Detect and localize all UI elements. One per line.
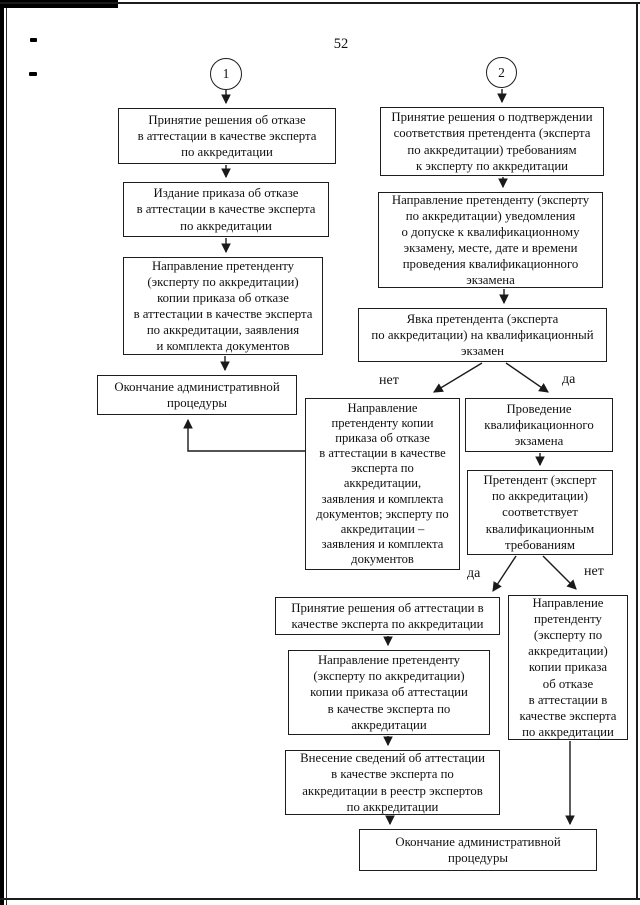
branch-label-yes: да <box>467 566 481 581</box>
arrow-d2-no1-no <box>542 555 577 590</box>
branch-label-no: нет <box>584 564 604 579</box>
box-no-show-refusal-copy: Направление претенденту копии приказа об… <box>305 398 460 570</box>
page-border-top-thick <box>0 0 118 8</box>
start-connector-2: 2 <box>486 57 517 88</box>
page-border-right <box>636 2 638 900</box>
start-connector-2-label: 2 <box>498 64 505 80</box>
ink-speck <box>29 72 37 76</box>
page-border-top <box>0 2 640 4</box>
branch-label-yes: да <box>562 372 576 387</box>
box-send-exam-notification: Направление претенденту (эксперту по акк… <box>378 192 603 288</box>
box-send-refusal-copy: Направление претенденту (эксперту по акк… <box>123 257 323 355</box>
box-fail-refusal-copy: Направление претенденту (эксперту по акк… <box>508 595 628 740</box>
start-connector-1: 1 <box>210 58 242 90</box>
box-decision-refusal: Принятие решения об отказе в аттестации … <box>118 108 336 164</box>
page-border-left-line <box>6 0 7 905</box>
arrow-n1-end1 <box>183 418 305 452</box>
ink-speck <box>30 38 37 42</box>
start-connector-1-label: 1 <box>222 66 230 81</box>
arrow-r3-d1-yes <box>505 362 549 393</box>
box-send-attestation-copy: Направление претенденту (эксперту по акк… <box>288 650 490 735</box>
arrow-r3-n1-no <box>433 362 483 393</box>
box-conduct-exam: Проведение квалификационного экзамена <box>465 398 613 452</box>
box-decision-confirmation: Принятие решения о подтверждении соответ… <box>380 107 604 176</box>
branch-label-no: нет <box>379 373 399 388</box>
box-meets-requirements: Претендент (эксперт по аккредитации) соо… <box>467 470 613 555</box>
box-order-refusal: Издание приказа об отказе в аттестации в… <box>123 182 329 237</box>
box-register-entry: Внесение сведений об аттестации в качест… <box>285 750 500 815</box>
box-end-procedure-left: Окончание административной процедуры <box>97 375 297 415</box>
page-border-left <box>0 0 4 905</box>
box-decision-attestation: Принятие решения об аттестации в качеств… <box>275 597 500 635</box>
box-exam-attendance: Явка претендента (эксперта по аккредитац… <box>358 308 607 362</box>
page-border-bottom <box>0 898 640 900</box>
arrow-d2-da1-yes <box>492 555 517 592</box>
box-end-procedure-bottom: Окончание административной процедуры <box>359 829 597 871</box>
page-number: 52 <box>333 36 349 52</box>
